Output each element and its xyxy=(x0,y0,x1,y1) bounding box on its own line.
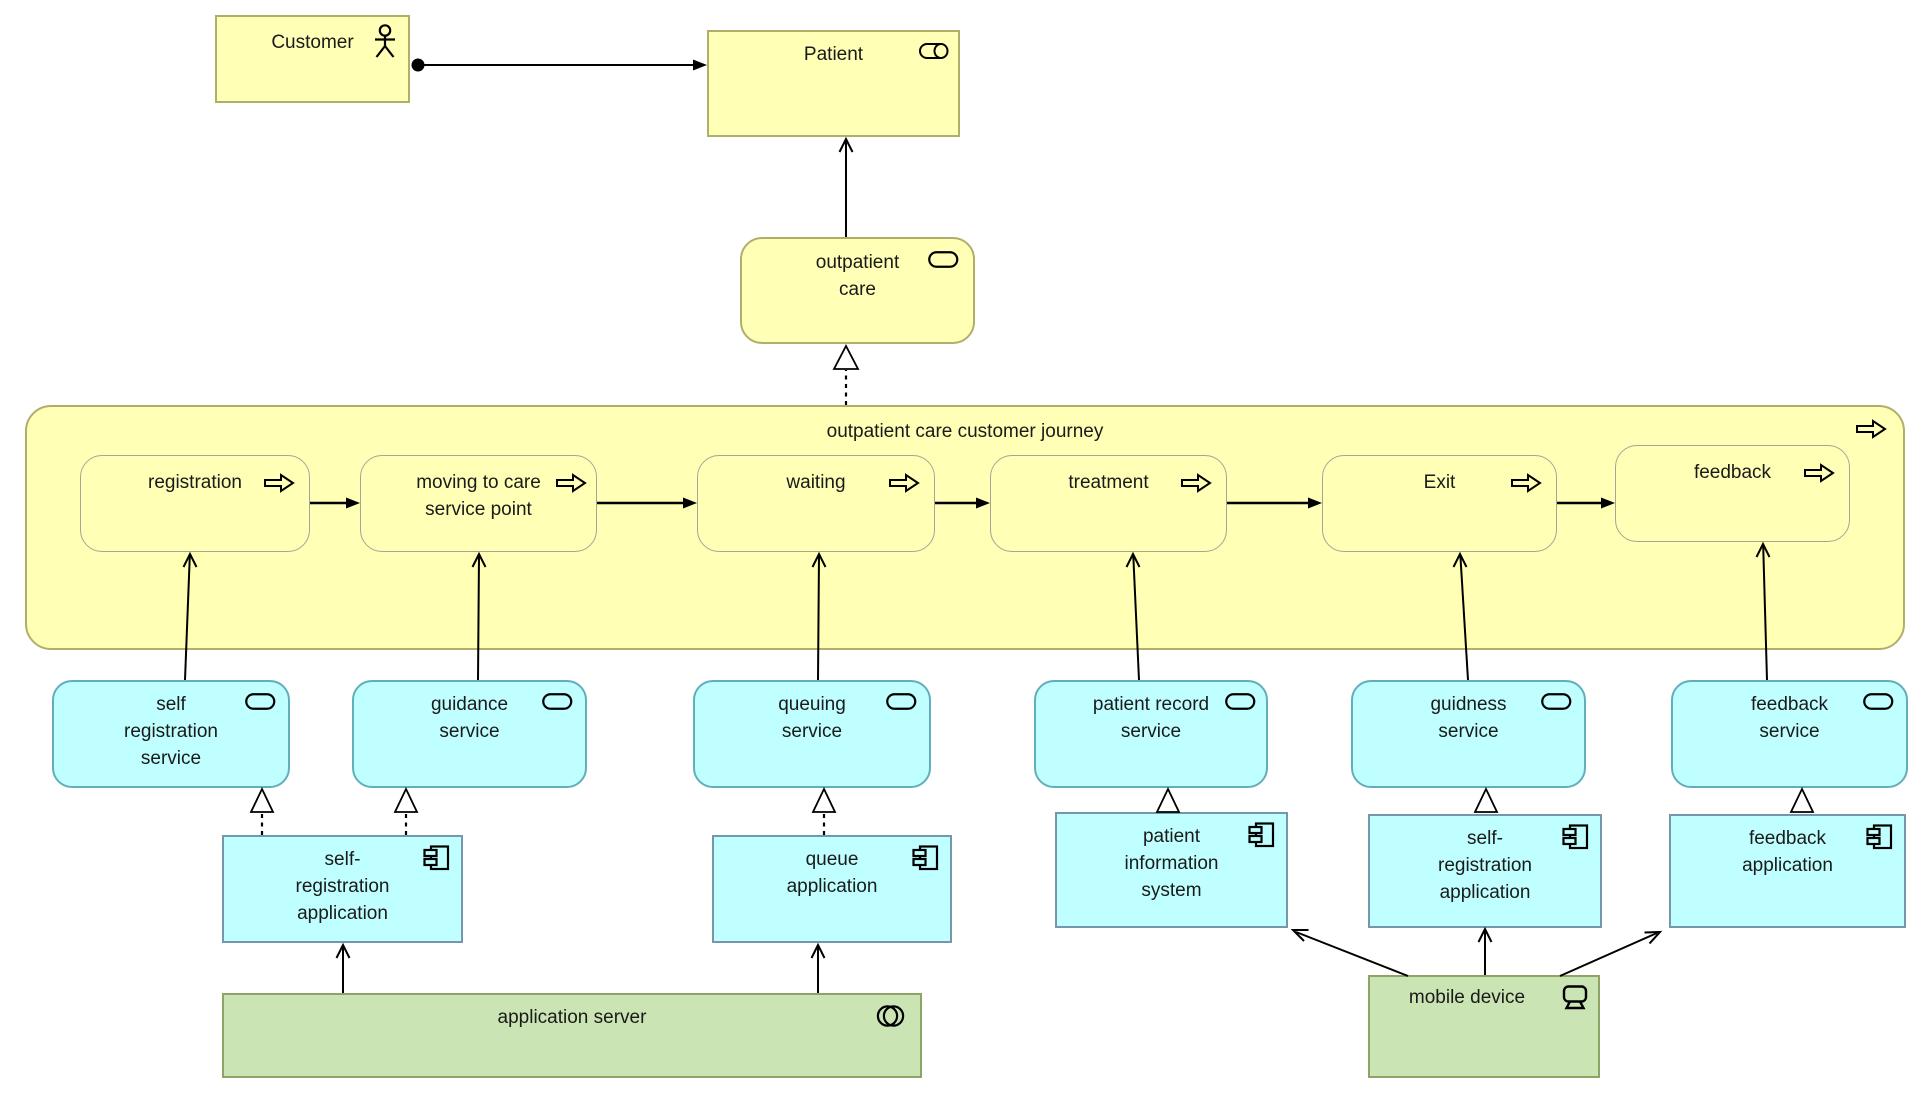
service-label: queuing service xyxy=(778,694,846,742)
service-label: feedback service xyxy=(1750,694,1829,742)
node-self-registration-application-right[interactable]: self- registration application xyxy=(1368,814,1602,928)
service-label: guidness service xyxy=(1430,694,1507,742)
component-icon xyxy=(912,845,939,871)
journey-step-label: feedback xyxy=(1693,462,1772,483)
journey-step-registration[interactable]: registration xyxy=(80,455,310,552)
node-customer[interactable]: Customer xyxy=(215,15,410,103)
application-label: self- registration application xyxy=(1438,828,1532,903)
node-guidance-service[interactable]: guidance service xyxy=(352,680,587,788)
application-label: queue application xyxy=(786,849,878,897)
service-oval-icon xyxy=(1541,693,1572,710)
process-arrow-icon xyxy=(1804,463,1835,483)
component-icon xyxy=(1562,824,1589,850)
component-icon xyxy=(1866,824,1893,850)
node-self-registration-service[interactable]: self registration service xyxy=(52,680,290,788)
service-label: self registration service xyxy=(124,694,218,769)
node-queuing-service[interactable]: queuing service xyxy=(693,680,931,788)
node-feedback-application[interactable]: feedback application xyxy=(1669,814,1906,928)
journey-step-label: Exit xyxy=(1423,472,1456,493)
actor-icon xyxy=(375,24,395,58)
service-oval-icon xyxy=(542,693,573,710)
process-arrow-icon xyxy=(556,473,587,493)
node-mobile-device[interactable]: mobile device xyxy=(1368,975,1600,1078)
technology-label: application server xyxy=(497,1007,647,1028)
node-queue-application[interactable]: queue application xyxy=(712,835,952,943)
service-oval-icon xyxy=(1863,693,1894,710)
device-icon xyxy=(1562,985,1588,1010)
node-patient-label: Patient xyxy=(803,44,864,65)
journey-step-label: waiting xyxy=(786,472,846,493)
service-label: guidance service xyxy=(430,694,509,742)
process-arrow-icon xyxy=(1181,473,1212,493)
node-guidness-service[interactable]: guidness service xyxy=(1351,680,1586,788)
service-label: patient record service xyxy=(1092,694,1210,742)
journey-step-moving-to-care-service-point[interactable]: moving to care service point xyxy=(360,455,597,552)
component-icon xyxy=(1248,822,1275,848)
node-outpatient-care[interactable]: outpatient care xyxy=(740,237,975,344)
service-oval-icon xyxy=(245,693,276,710)
process-arrow-icon xyxy=(889,473,920,493)
service-oval-icon xyxy=(928,251,959,268)
journey-step-treatment[interactable]: treatment xyxy=(990,455,1227,552)
application-label: feedback application xyxy=(1742,828,1833,876)
node-patient-record-service[interactable]: patient record service xyxy=(1034,680,1268,788)
node-outpatient-care-label: outpatient care xyxy=(815,252,900,300)
node-patient-information-system[interactable]: patient information system xyxy=(1055,812,1288,928)
process-arrow-icon xyxy=(264,473,295,493)
node-feedback-service[interactable]: feedback service xyxy=(1671,680,1908,788)
journey-step-feedback[interactable]: feedback xyxy=(1615,445,1850,542)
technology-label: mobile device xyxy=(1408,987,1526,1008)
journey-step-waiting[interactable]: waiting xyxy=(697,455,935,552)
journey-title: outpatient care customer journey xyxy=(826,421,1104,442)
journey-step-label: registration xyxy=(148,472,242,493)
component-icon xyxy=(423,845,450,871)
application-label: patient information system xyxy=(1124,826,1219,901)
service-oval-icon xyxy=(1225,693,1256,710)
application-label: self- registration application xyxy=(295,849,390,924)
journey-container[interactable]: outpatient care customer journey xyxy=(25,405,1905,650)
node-patient[interactable]: Patient xyxy=(707,30,960,137)
process-arrow-icon xyxy=(1856,419,1887,439)
journey-step-label: treatment xyxy=(1068,472,1149,493)
journey-step-label: moving to care service point xyxy=(416,472,541,520)
role-icon xyxy=(919,43,949,59)
process-arrow-icon xyxy=(1511,473,1542,493)
service-oval-icon xyxy=(886,693,917,710)
node-self-registration-application-left[interactable]: self- registration application xyxy=(222,835,463,943)
system-software-icon xyxy=(876,1005,905,1027)
journey-step-exit[interactable]: Exit xyxy=(1322,455,1557,552)
node-customer-label: Customer xyxy=(271,32,354,53)
node-application-server[interactable]: application server xyxy=(222,993,922,1078)
